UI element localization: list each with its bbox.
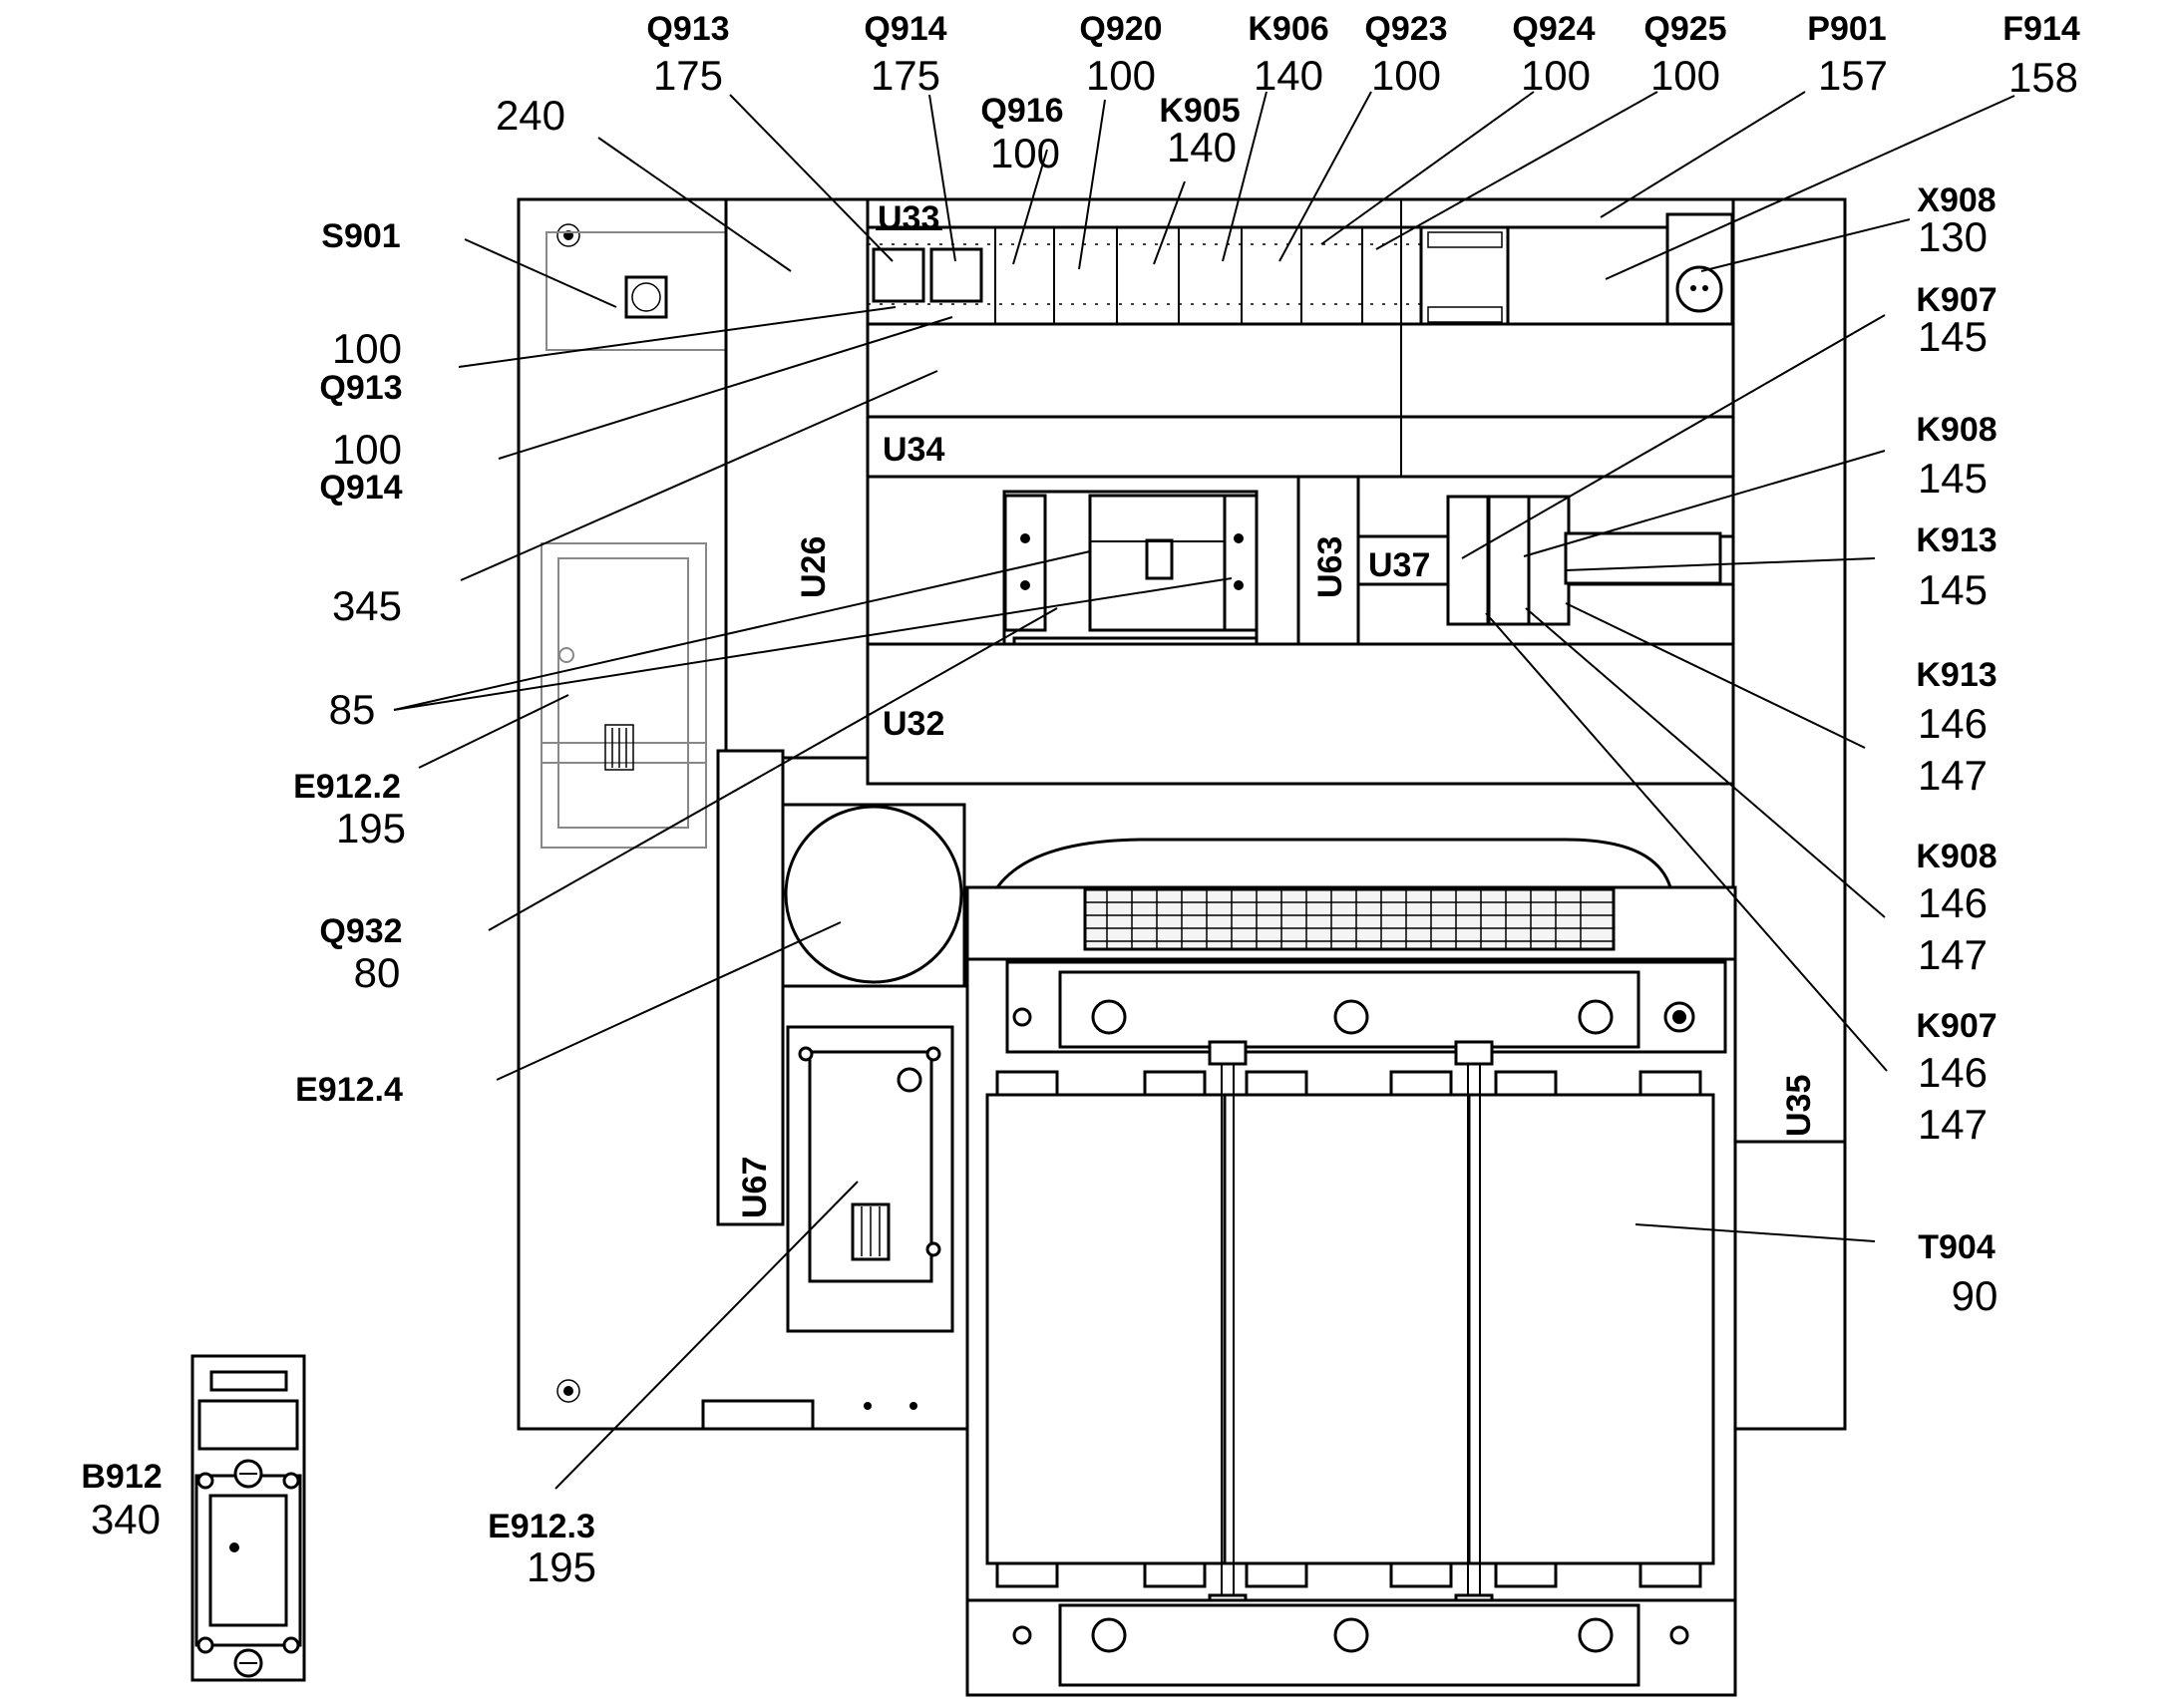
duct-u35 xyxy=(1731,197,1847,1431)
middle-section xyxy=(866,475,1735,653)
label-u33: U33 xyxy=(878,199,939,237)
callout-q920-code: Q920 xyxy=(1079,10,1162,48)
callout-q932-num: 80 xyxy=(354,949,401,996)
callout-q916-code: Q916 xyxy=(980,92,1063,130)
label-u35: U35 xyxy=(1780,1075,1818,1137)
callout-k913-b-num1: 146 xyxy=(1918,700,1988,747)
duct-u67 xyxy=(716,749,785,1226)
callout-k907-b-num2: 147 xyxy=(1918,1101,1988,1148)
callout-q923-num: 100 xyxy=(1371,52,1441,99)
callout-k905-code: K905 xyxy=(1159,92,1240,130)
callout-q924-code: Q924 xyxy=(1512,10,1595,48)
heater-e912-3 xyxy=(786,1025,954,1333)
callout-t904-code: T904 xyxy=(1918,1228,1996,1266)
label-u26: U26 xyxy=(795,536,833,598)
transformer-t904 xyxy=(965,838,1737,1697)
callout-q914-left-num: 100 xyxy=(332,426,402,473)
callout-k913-b-num2: 147 xyxy=(1918,752,1988,799)
callout-k907-b-code: K907 xyxy=(1916,1007,1997,1045)
callout-k908-num: 145 xyxy=(1918,455,1988,502)
callout-k908-b-num1: 146 xyxy=(1918,879,1988,926)
callout-e912-3-num: 195 xyxy=(527,1543,596,1590)
callout-e912-2-code: E912.2 xyxy=(293,768,401,806)
callout-s901-code: S901 xyxy=(321,217,400,255)
callout-k908-b-num2: 147 xyxy=(1918,931,1988,978)
callout-b912-code: B912 xyxy=(81,1458,162,1496)
callout-q920-num: 100 xyxy=(1086,52,1156,99)
callout-k906-code: K906 xyxy=(1248,10,1328,48)
callout-q913-code: Q913 xyxy=(646,10,729,48)
callout-k907-num: 145 xyxy=(1918,313,1988,360)
label-u37: U37 xyxy=(1368,546,1430,584)
callout-q925-num: 100 xyxy=(1650,52,1720,99)
callout-e912-4-code: E912.4 xyxy=(295,1071,403,1109)
callout-k913-num: 145 xyxy=(1918,566,1988,613)
fan-e912-4 xyxy=(781,803,966,988)
callout-k913-b-code: K913 xyxy=(1916,656,1997,694)
callout-q913-num: 175 xyxy=(653,52,723,99)
callout-k908-code: K908 xyxy=(1916,411,1997,449)
callout-q914-left-code: Q914 xyxy=(319,469,402,507)
callout-e912-2-num: 195 xyxy=(336,805,406,852)
callout-rail-num: 345 xyxy=(332,582,402,629)
label-u34: U34 xyxy=(883,431,944,469)
duct-u32 xyxy=(866,642,1735,786)
callout-q913-left-code: Q913 xyxy=(319,369,402,407)
callout-k907-b-num1: 146 xyxy=(1918,1049,1988,1096)
callout-x908-num: 130 xyxy=(1918,213,1988,260)
callout-q932-code: Q932 xyxy=(319,912,402,950)
callout-rail-clamps-num: 85 xyxy=(329,686,376,733)
callout-q914-code: Q914 xyxy=(864,10,946,48)
callout-f914-num: 158 xyxy=(2008,54,2078,101)
callout-k907-code: K907 xyxy=(1916,281,1997,319)
callout-k908-b-code: K908 xyxy=(1916,838,1997,875)
rail-u33 xyxy=(866,212,1734,326)
callout-t904-num: 90 xyxy=(1952,1272,1998,1319)
callout-q924-num: 100 xyxy=(1521,52,1591,99)
callout-b912-num: 340 xyxy=(91,1496,161,1542)
callout-x908-code: X908 xyxy=(1917,181,1996,219)
callout-plate-num: 240 xyxy=(496,92,565,139)
callout-q923-code: Q923 xyxy=(1364,10,1447,48)
callout-k913-code: K913 xyxy=(1916,521,1997,559)
duct-u26 xyxy=(724,197,870,760)
duct-u34 xyxy=(866,199,1735,479)
callout-q914-num: 175 xyxy=(871,52,940,99)
callout-q916-num: 100 xyxy=(990,130,1060,176)
callout-k905-num: 140 xyxy=(1167,124,1237,171)
label-u67: U67 xyxy=(736,1157,774,1218)
callout-e912-3-code: E912.3 xyxy=(488,1508,595,1545)
heater-e912-2 xyxy=(541,542,707,849)
callout-q913-left-num: 100 xyxy=(332,325,402,372)
callout-k906-num: 140 xyxy=(1254,52,1323,99)
callout-q925-code: Q925 xyxy=(1643,10,1726,48)
leader-lines xyxy=(393,91,2015,1490)
label-u63: U63 xyxy=(1311,536,1349,598)
position-switch-b912 xyxy=(190,1354,306,1682)
transformer-grille xyxy=(1085,889,1614,949)
label-u32: U32 xyxy=(883,705,944,743)
callout-p901-num: 157 xyxy=(1818,52,1888,99)
callout-f914-code: F914 xyxy=(2002,10,2080,48)
switch-s901 xyxy=(545,231,727,351)
callout-p901-code: P901 xyxy=(1807,10,1886,48)
